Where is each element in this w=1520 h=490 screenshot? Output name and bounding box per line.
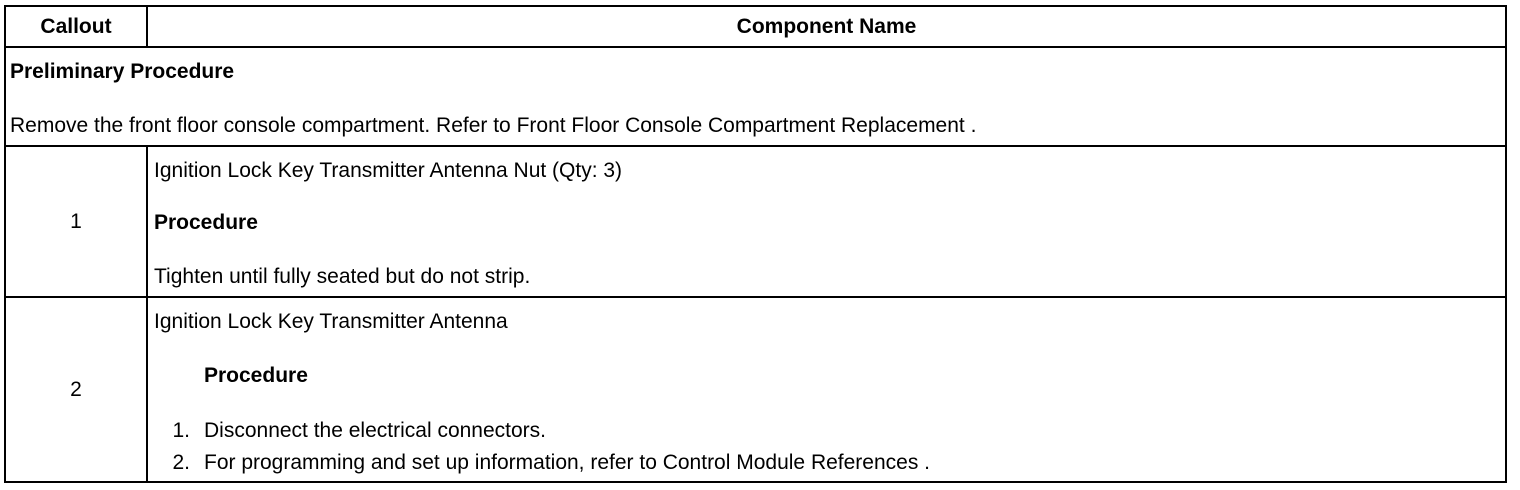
callout-cell: 1 (4, 145, 148, 298)
preliminary-cell: Preliminary Procedure Remove the front f… (4, 46, 1507, 147)
procedure-text: Tighten until fully seated but do not st… (154, 265, 531, 288)
component-cell: Ignition Lock Key Transmitter Antenna Pr… (146, 296, 1507, 483)
step-number: 1. (172, 419, 190, 442)
component-cell: Ignition Lock Key Transmitter Antenna Nu… (146, 145, 1507, 298)
component-name: Ignition Lock Key Transmitter Antenna Nu… (154, 159, 623, 182)
step-number: 2. (172, 451, 190, 474)
preliminary-title: Preliminary Procedure (10, 60, 235, 83)
procedure-table: Callout Component Name Preliminary Proce… (4, 5, 1507, 483)
procedure-label: Procedure (154, 211, 258, 234)
header-component-name: Component Name (146, 5, 1507, 48)
preliminary-text: Remove the front floor console compartme… (10, 114, 977, 137)
table-row: 1 Ignition Lock Key Transmitter Antenna … (4, 145, 1507, 298)
step-text: For programming and set up information, … (204, 451, 931, 474)
header-row: Callout Component Name (4, 5, 1507, 48)
step-text: Disconnect the electrical connectors. (204, 419, 546, 442)
procedure-label: Procedure (204, 364, 308, 387)
component-name: Ignition Lock Key Transmitter Antenna (154, 310, 508, 333)
header-callout: Callout (4, 5, 148, 48)
callout-cell: 2 (4, 296, 148, 483)
table-row: 2 Ignition Lock Key Transmitter Antenna … (4, 296, 1507, 483)
preliminary-row: Preliminary Procedure Remove the front f… (4, 46, 1507, 147)
